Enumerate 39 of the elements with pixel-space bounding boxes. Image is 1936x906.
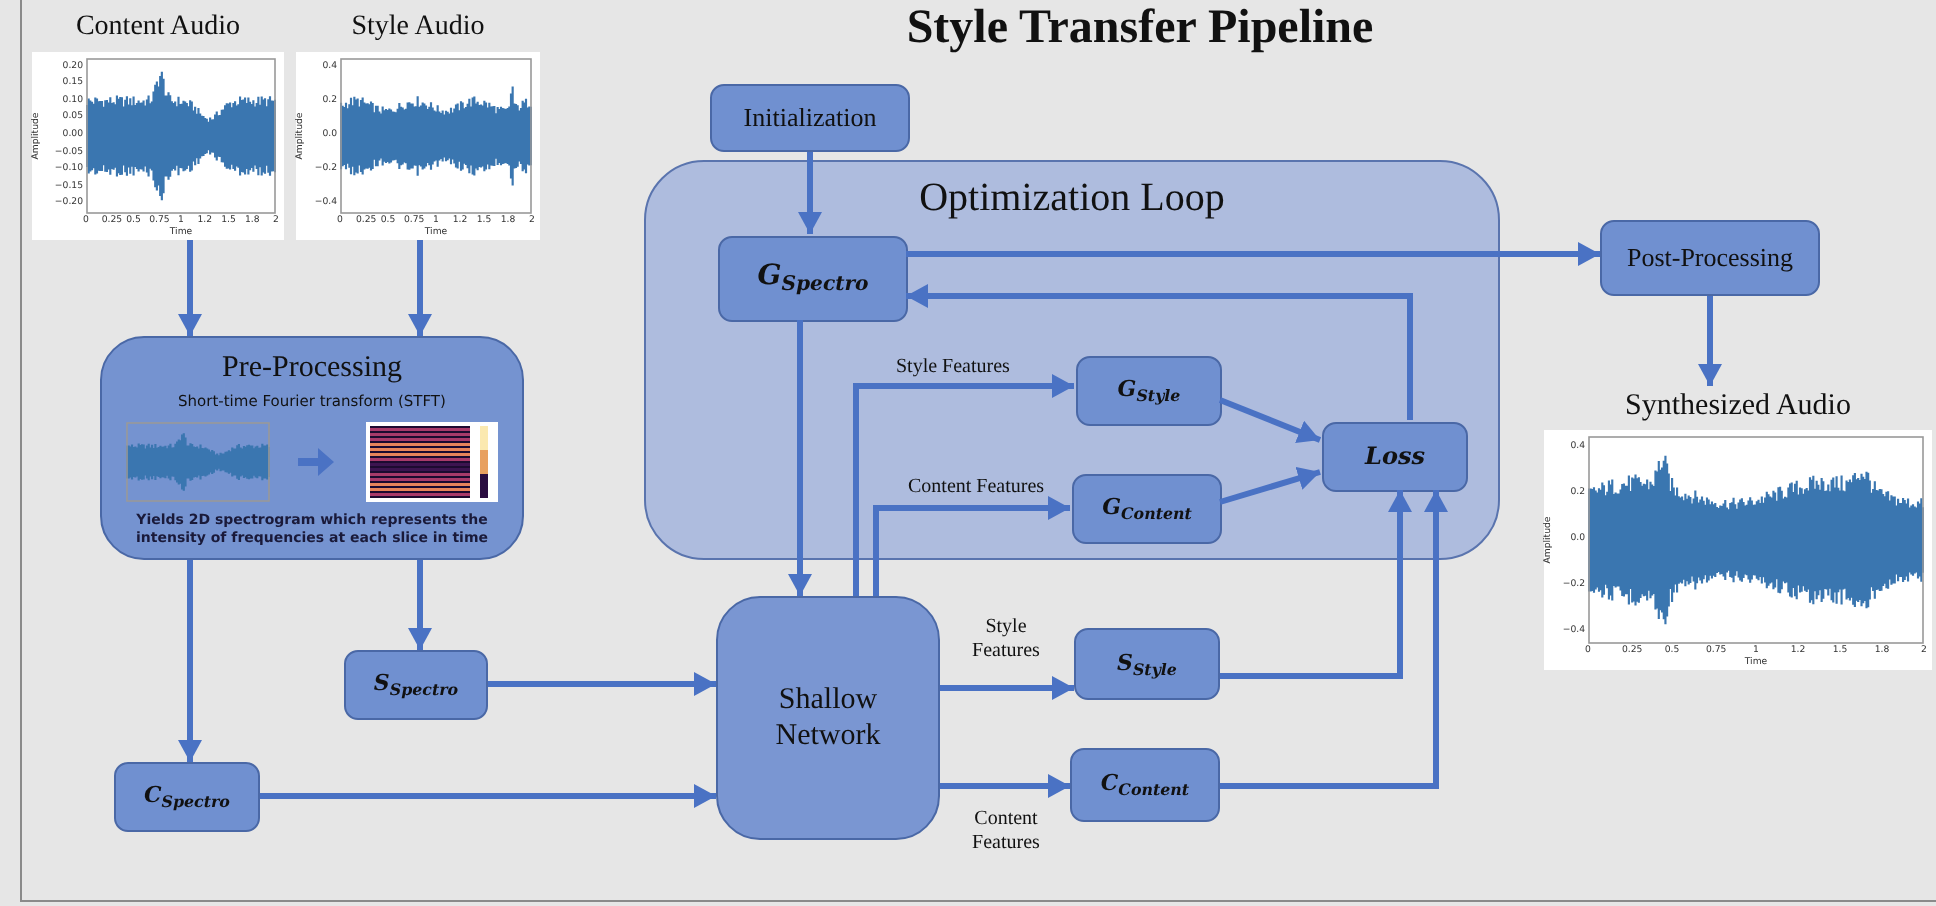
panel-title: Pre-Processing [220,350,404,386]
arrow [1220,490,1412,679]
plot-title: Style Audio [349,10,487,46]
process-box: Initialization [710,84,910,152]
arrow [906,242,1600,266]
plot-title: Content Audio [73,10,243,46]
arrow [788,320,812,596]
process-panel [100,336,524,560]
arrow [178,240,202,336]
diagram-title: Style Transfer Pipeline [904,0,1376,56]
arrow [1698,296,1722,386]
arrow [260,784,716,808]
arrow [853,374,1074,596]
process-box: Loss [1322,422,1468,492]
arrow [408,240,432,336]
process-box: S$_{Spectro}$ [344,650,488,720]
process-box: S$_{Style}$ [1074,628,1220,700]
edge-label: Style Features [892,356,1014,380]
process-box: G$_{Spectro}$ [718,236,908,322]
process-box: Post-Processing [1600,220,1820,296]
arrow [940,774,1070,798]
process-box: C$_{Content}$ [1070,748,1220,822]
arrow [906,284,1413,420]
process-box: Shallow Network [716,596,940,840]
arrow [798,152,822,234]
arrow [1220,490,1448,789]
process-box: C$_{Spectro}$ [114,762,260,832]
arrow [488,672,716,696]
arrow [873,496,1070,596]
arrow [940,676,1074,700]
container-title: Optimization Loop [917,174,1227,222]
process-box: G$_{Style}$ [1076,356,1222,426]
arrow [1219,466,1321,505]
arrow [1218,397,1322,443]
process-box: G$_{Content}$ [1072,474,1222,544]
arrow [408,560,432,650]
loop-container [644,160,1500,560]
arrow [178,560,202,762]
plot-title: Synthesized Audio [1623,388,1853,426]
